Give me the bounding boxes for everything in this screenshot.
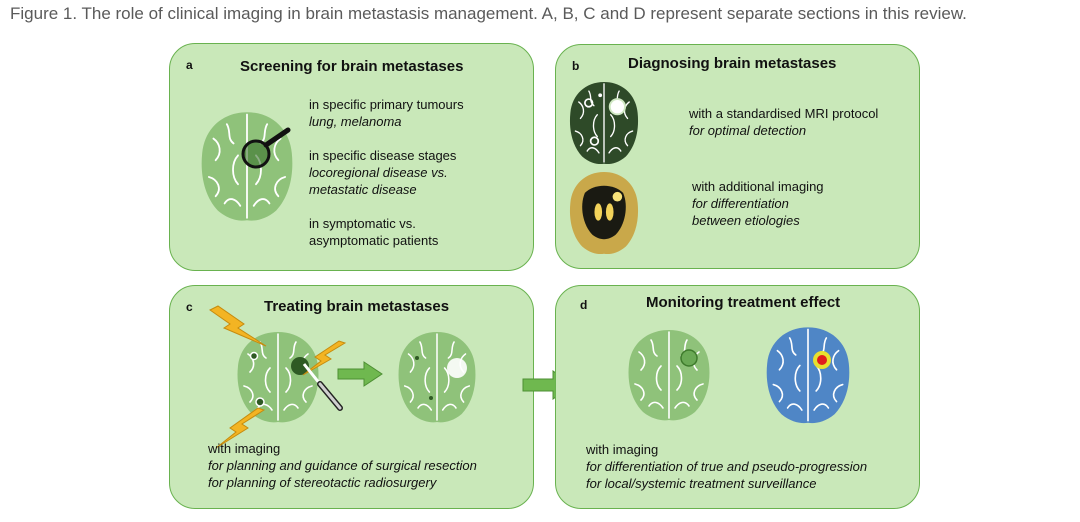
screening-item-2-detail: locoregional disease vs. [309,165,448,180]
magnifier-icon [241,127,291,169]
panel-title-diagnosing: Diagnosing brain metastases [628,55,837,72]
brain-monitoring-image [628,330,710,421]
panel-title-treating: Treating brain metastases [264,298,450,315]
screening-item-2-detail-2: metastatic disease [309,182,417,197]
lightning-icon-bottom [215,407,266,449]
lightning-icon-top [209,305,267,347]
screening-item-2: in specific disease stages [309,148,457,163]
diagnosing-item-2-detail-2: between etiologies [692,213,800,228]
panel-diagnosing: b Diagnosing brain metastases with a sta… [555,44,920,269]
scalpel-icon [302,363,343,411]
diagnosing-item-1: with a standardised MRI protocol [689,106,879,121]
panel-screening: a Screening for brain metastases in spec… [169,43,534,271]
panel-monitoring: d Monitoring treatment effect with imagi… [555,285,920,509]
lightning-icon-right [302,340,347,376]
perfusion-brain-image [569,172,639,255]
screening-item-1-detail: lung, melanoma [309,114,402,129]
brain-treatment-after-image [398,332,476,423]
brain-treatment-before-image [237,332,319,423]
panel-title-monitoring: Monitoring treatment effect [646,294,841,311]
treating-detail-1: for planning and guidance of surgical re… [208,458,477,473]
panel-letter-c: c [186,300,193,314]
mri-brain-image [569,82,639,165]
diagnosing-item-2: with additional imaging [692,179,824,194]
panel-treating: c Treating brain metastases with imaging… [169,285,534,509]
treating-lead: with imaging [208,441,281,456]
diagnosing-item-1-detail: for optimal detection [689,123,807,138]
panel-title-screening: Screening for brain metastases [240,58,464,75]
panel-letter-a: a [186,58,193,72]
monitoring-detail-1: for differentiation of true and pseudo-p… [586,459,868,474]
treating-detail-2: for planning of stereotactic radiosurger… [208,475,437,490]
figure-caption: Figure 1. The role of clinical imaging i… [10,4,967,23]
monitoring-lead: with imaging [586,442,659,457]
panel-letter-d: d [580,298,588,312]
diagnosing-item-2-detail: for differentiation [692,196,789,211]
arrow-right-icon [337,361,383,387]
screening-item-1: in specific primary tumours [309,97,464,112]
panel-letter-b: b [572,59,580,73]
pet-brain-image [766,327,850,424]
screening-item-3-detail: asymptomatic patients [309,233,439,248]
screening-item-3: in symptomatic vs. [309,216,416,231]
monitoring-detail-2: for local/systemic treatment surveillanc… [586,476,817,491]
